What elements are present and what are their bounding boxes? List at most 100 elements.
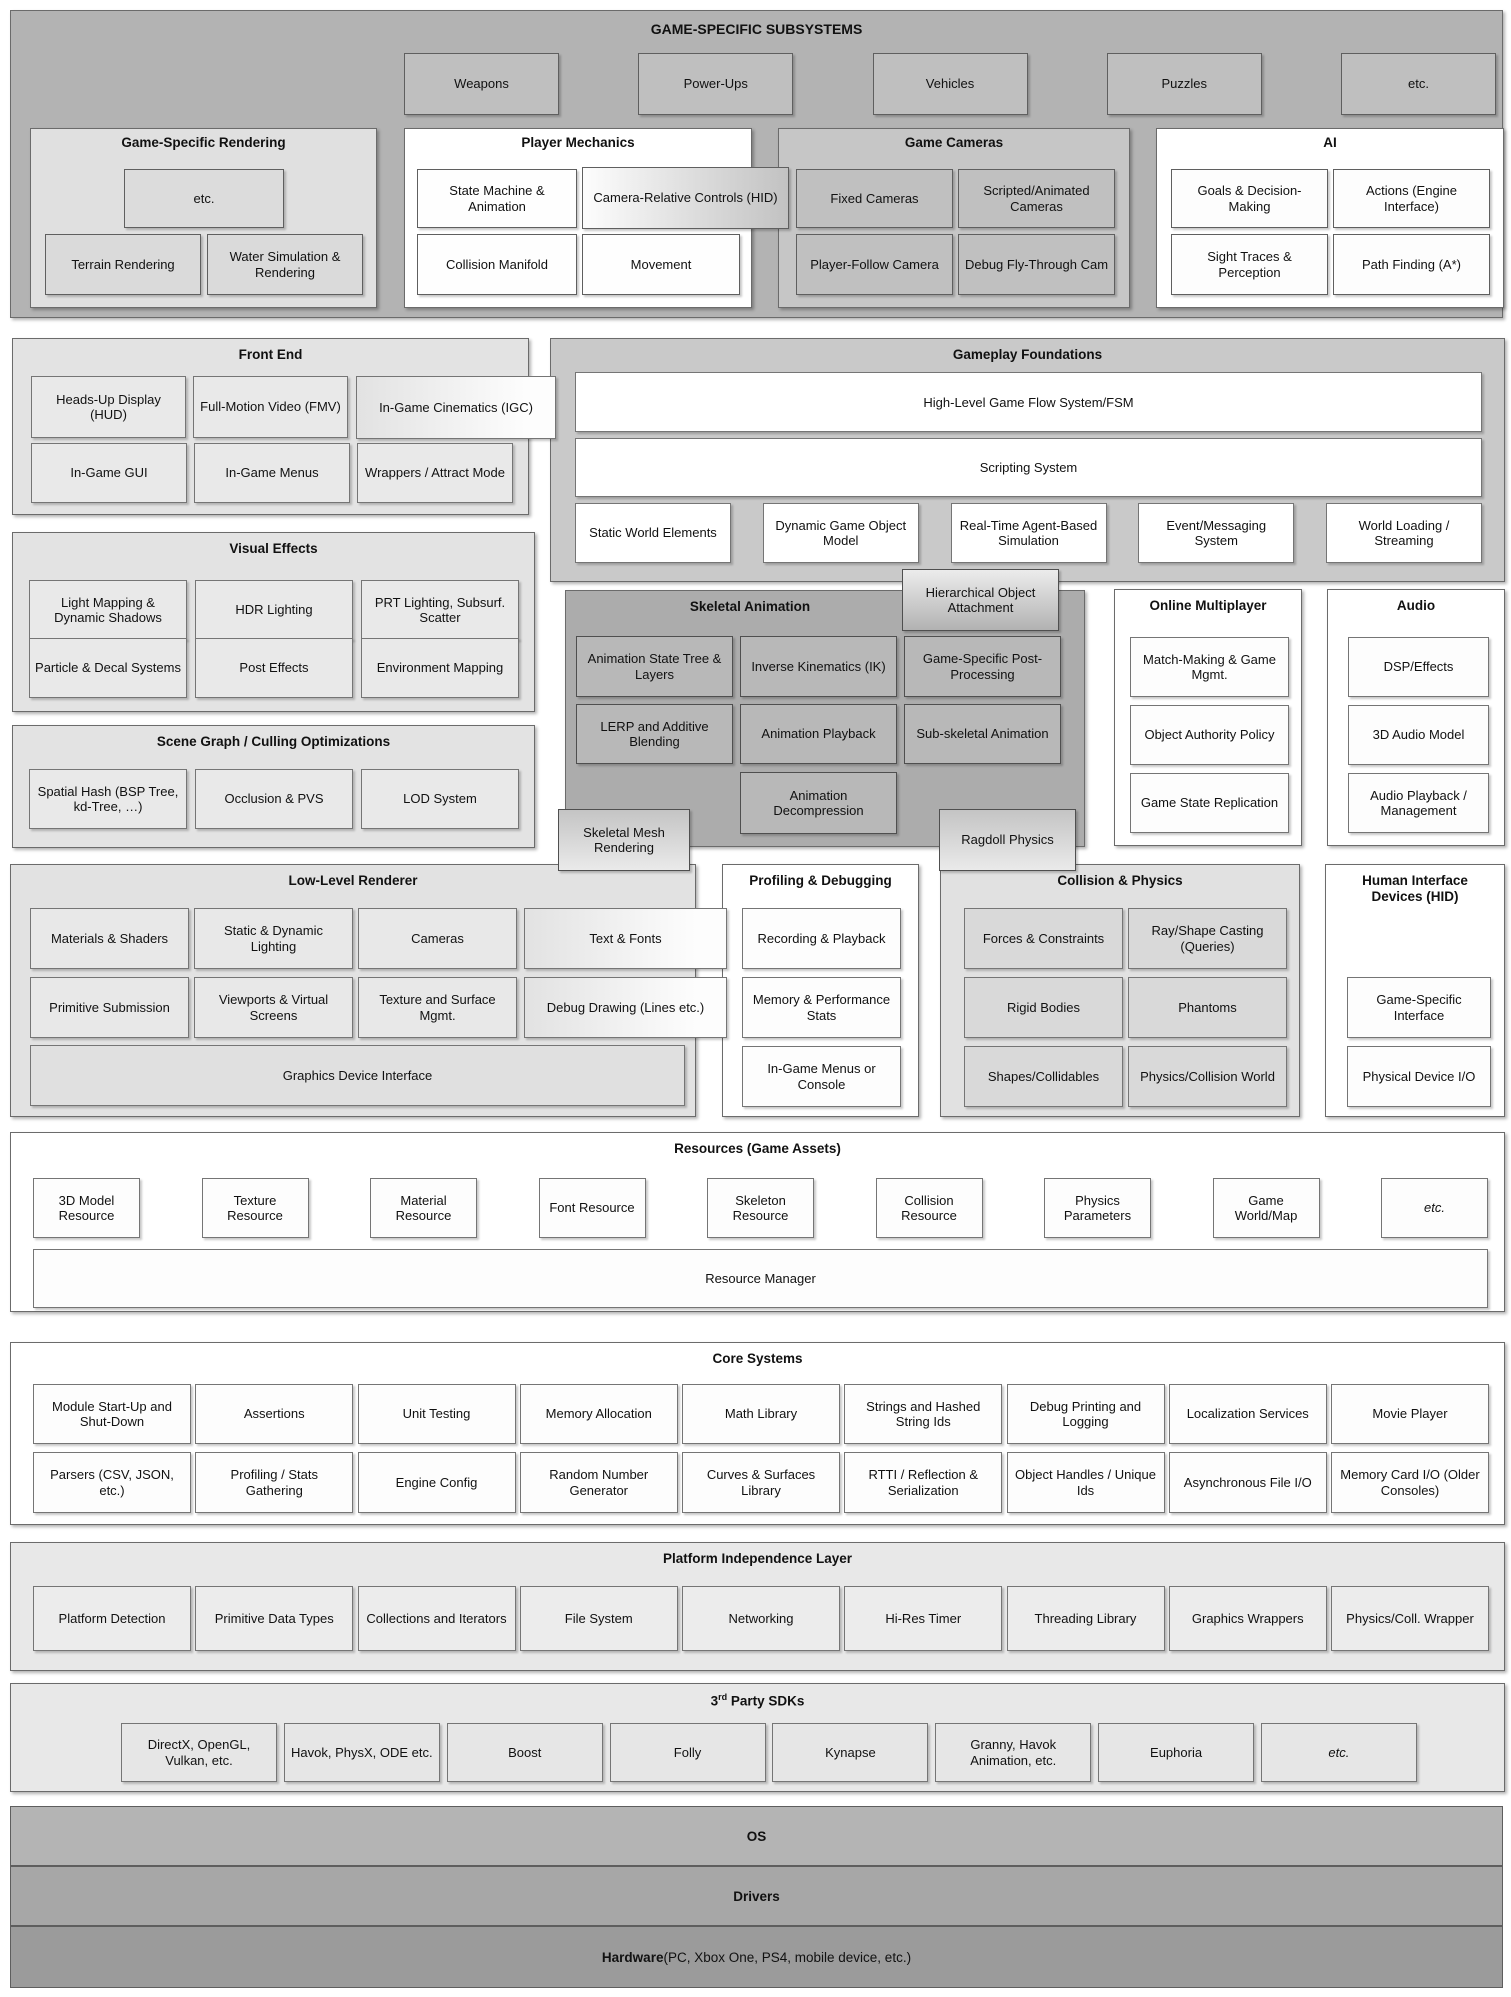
box: Random Number Generator	[519, 1452, 678, 1513]
box: Full-Motion Video (FMV)	[193, 376, 348, 438]
panel-title: AI	[1323, 135, 1337, 150]
panel-resources: Resources (Game Assets) 3D Model Resourc…	[10, 1132, 1505, 1312]
box: HDR Lighting	[195, 580, 353, 640]
box: LOD System	[361, 769, 519, 829]
panel-title: Gameplay Foundations	[952, 347, 1103, 362]
box: In-Game GUI	[31, 443, 187, 503]
box: etc.	[1381, 1178, 1488, 1238]
box: Match-Making & Game Mgmt.	[1130, 637, 1289, 697]
panel-title: Skeletal Animation	[689, 599, 811, 614]
box: Static & Dynamic Lighting	[194, 908, 353, 969]
box: Game-Specific Post-Processing	[904, 636, 1061, 697]
box: Shapes/Collidables	[964, 1046, 1123, 1107]
box: Font Resource	[538, 1178, 646, 1238]
box: Recording & Playback	[742, 908, 901, 969]
box: Inverse Kinematics (IK)	[740, 636, 897, 697]
box-resource-manager: Resource Manager	[33, 1249, 1488, 1308]
box: Puzzles	[1106, 53, 1262, 115]
box: Actions (Engine Interface)	[1333, 169, 1490, 228]
box: Phantoms	[1128, 977, 1287, 1038]
hardware-label-rest: (PC, Xbox One, PS4, mobile device, etc.)	[663, 1949, 912, 1965]
panel-title: Visual Effects	[229, 541, 318, 556]
box-in-game-cinematics: In-Game Cinematics (IGC)	[356, 376, 556, 439]
box: Player-Follow Camera	[796, 234, 953, 295]
box: Water Simulation & Rendering	[207, 234, 363, 295]
box: RTTI / Reflection & Serialization	[844, 1452, 1003, 1513]
panel-title: Low-Level Renderer	[288, 873, 418, 888]
box: Memory Card I/O (Older Consoles)	[1331, 1452, 1489, 1513]
box: Sub-skeletal Animation	[904, 704, 1061, 764]
box-text-fonts: Text & Fonts	[524, 908, 727, 969]
box: State Machine & Animation	[417, 169, 577, 228]
panel-profiling-debugging: Profiling & Debugging Recording & Playba…	[722, 864, 919, 1117]
box: etc.	[1260, 1723, 1417, 1782]
box: Memory Allocation	[519, 1384, 678, 1444]
box: Parsers (CSV, JSON, etc.)	[33, 1452, 191, 1513]
box: Folly	[609, 1723, 766, 1782]
panel-collision-physics: Collision & Physics Forces & Constraints…	[940, 864, 1300, 1117]
box: Sight Traces & Perception	[1171, 234, 1328, 295]
box-graphics-device-interface: Graphics Device Interface	[30, 1045, 685, 1106]
panel-title: Human Interface Devices (HID)	[1362, 873, 1468, 904]
box: Movie Player	[1331, 1384, 1489, 1444]
box-camera-relative-controls: Camera-Relative Controls (HID)	[582, 167, 789, 229]
panel-title: Collision & Physics	[1057, 873, 1183, 888]
box: Primitive Data Types	[195, 1586, 354, 1651]
panel-title: Player Mechanics	[521, 135, 635, 150]
panel-scene-graph: Scene Graph / Culling Optimizations Spat…	[12, 725, 535, 848]
box-column: Match-Making & Game Mgmt. Object Authorit…	[1130, 637, 1289, 833]
box: Power-Ups	[638, 53, 794, 115]
title-sup: rd	[718, 1692, 728, 1702]
panel-hid: Human Interface Devices (HID) Game-Speci…	[1325, 864, 1505, 1117]
drivers-label: Drivers	[733, 1888, 780, 1904]
box: Graphics Wrappers	[1168, 1586, 1327, 1651]
box: etc.	[1341, 53, 1496, 115]
box: 3D Audio Model	[1348, 705, 1489, 765]
panel-title: Front End	[238, 347, 303, 362]
box-row: Heads-Up Display (HUD)Full-Motion Video …	[31, 376, 348, 438]
box-scripting-system: Scripting System	[575, 438, 1482, 497]
box: Kynapse	[772, 1723, 929, 1782]
box: Terrain Rendering	[45, 234, 201, 295]
panel-title: Game-Specific Rendering	[121, 135, 286, 150]
panel-title: Online Multiplayer	[1149, 598, 1267, 613]
box-row: Parsers (CSV, JSON, etc.)Profiling / Sta…	[33, 1452, 1489, 1513]
box: PRT Lighting, Subsurf. Scatter	[361, 580, 519, 640]
box: Physics/Coll. Wrapper	[1331, 1586, 1489, 1651]
box: Spatial Hash (BSP Tree, kd-Tree, …)	[29, 769, 187, 829]
box: LERP and Additive Blending	[576, 704, 733, 764]
band-hardware: Hardware (PC, Xbox One, PS4, mobile devi…	[10, 1926, 1503, 1988]
box: Object Authority Policy	[1130, 705, 1289, 765]
box: Euphoria	[1098, 1723, 1255, 1782]
box: Movement	[582, 234, 740, 295]
panel-platform-independence: Platform Independence Layer Platform Det…	[10, 1542, 1505, 1671]
box: Granny, Havok Animation, etc.	[935, 1723, 1092, 1782]
box: File System	[519, 1586, 678, 1651]
box: Static World Elements	[575, 503, 731, 563]
box: Assertions	[195, 1384, 354, 1444]
panel-game-specific-rendering: Game-Specific Rendering etc. Terrain Ren…	[30, 128, 377, 308]
box: Collision Manifold	[417, 234, 577, 295]
box: DirectX, OpenGL, Vulkan, etc.	[121, 1723, 277, 1782]
box-skeletal-mesh-rendering: Skeletal Mesh Rendering	[558, 809, 690, 871]
band-drivers: Drivers	[10, 1866, 1503, 1926]
box: Threading Library	[1006, 1586, 1165, 1651]
box: Scripted/Animated Cameras	[958, 169, 1115, 228]
